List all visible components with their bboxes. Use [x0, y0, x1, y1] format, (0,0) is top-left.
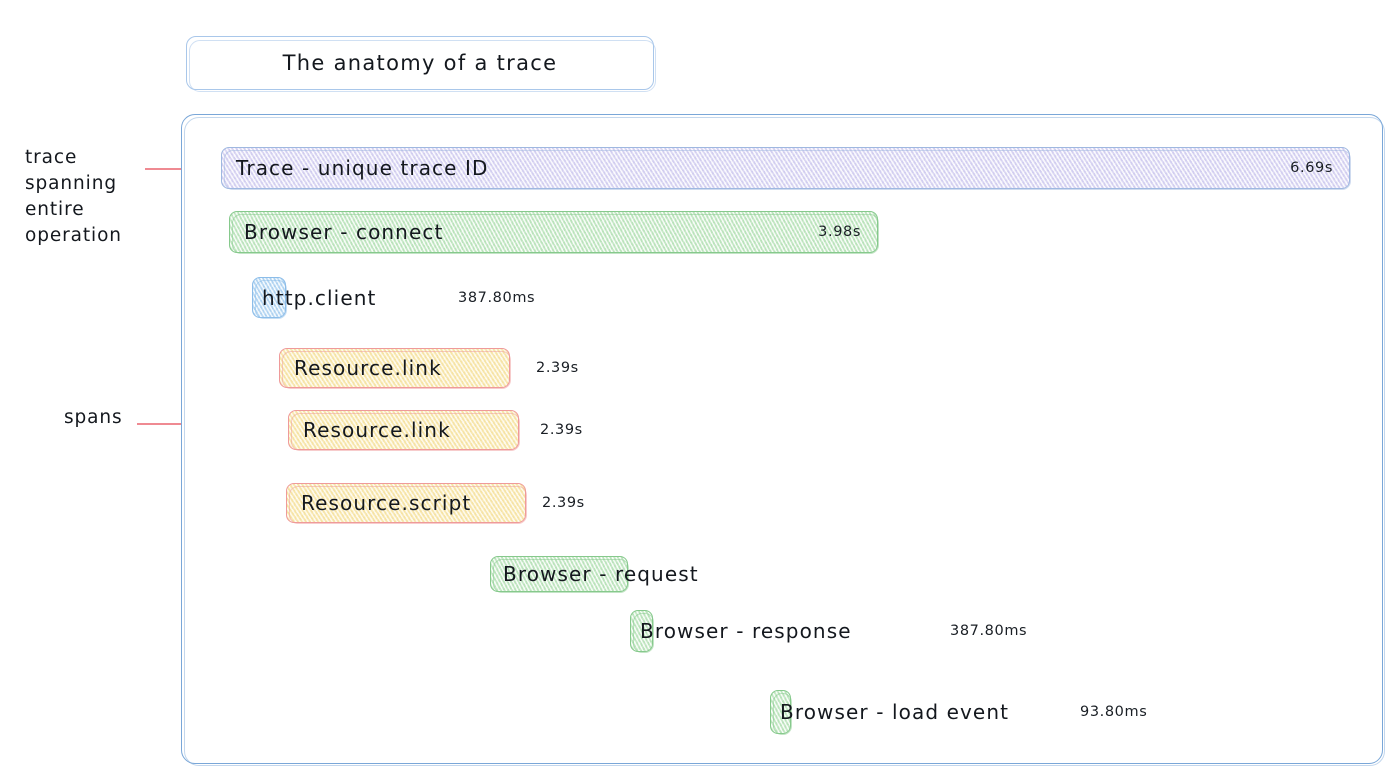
- trace-row-duration: 6.69s: [1290, 160, 1333, 176]
- resource-link-row-2-duration: 2.39s: [540, 422, 583, 438]
- annotation-spans-leader-line: [137, 423, 209, 425]
- resource-script-row-bar[interactable]: Resource.script: [286, 483, 527, 524]
- browser-load-event-row-label: Browser - load event: [780, 700, 1010, 724]
- resource-link-row-2-bar[interactable]: Resource.link: [288, 410, 520, 451]
- resource-script-row-duration: 2.39s: [542, 495, 585, 511]
- resource-link-row-1-duration: 2.39s: [536, 360, 579, 376]
- trace-row-bar[interactable]: Trace - unique trace ID 6.69s: [221, 147, 1351, 190]
- annotation-spans-label: spans: [64, 407, 123, 428]
- http-client-row-bar[interactable]: [252, 277, 287, 319]
- annotation-trace-label: trace spanning entire operation: [25, 147, 122, 246]
- trace-row-label: Trace - unique trace ID: [236, 156, 489, 180]
- browser-connect-row-label: Browser - connect: [244, 220, 444, 244]
- resource-script-row-label: Resource.script: [301, 491, 472, 515]
- browser-load-event-row-duration: 93.80ms: [1080, 704, 1148, 720]
- http-client-row-duration: 387.80ms: [458, 289, 536, 306]
- resource-link-row-1-label: Resource.link: [294, 356, 442, 380]
- annotation-trace-leader-line: [145, 168, 208, 170]
- http-client-row-label: http.client: [262, 285, 377, 310]
- browser-connect-row-duration: 3.98s: [818, 224, 861, 240]
- browser-response-row-duration: 387.80ms: [950, 623, 1028, 639]
- resource-link-row-1-bar[interactable]: Resource.link: [279, 348, 511, 389]
- browser-connect-row-bar[interactable]: Browser - connect 3.98s: [229, 211, 879, 254]
- browser-response-row-label: Browser - response: [640, 619, 852, 643]
- page-title: The anatomy of a trace: [282, 51, 558, 75]
- resource-link-row-2-label: Resource.link: [303, 418, 451, 442]
- diagram-title-box: The anatomy of a trace: [186, 36, 656, 92]
- browser-request-row-label: Browser - request: [503, 562, 699, 586]
